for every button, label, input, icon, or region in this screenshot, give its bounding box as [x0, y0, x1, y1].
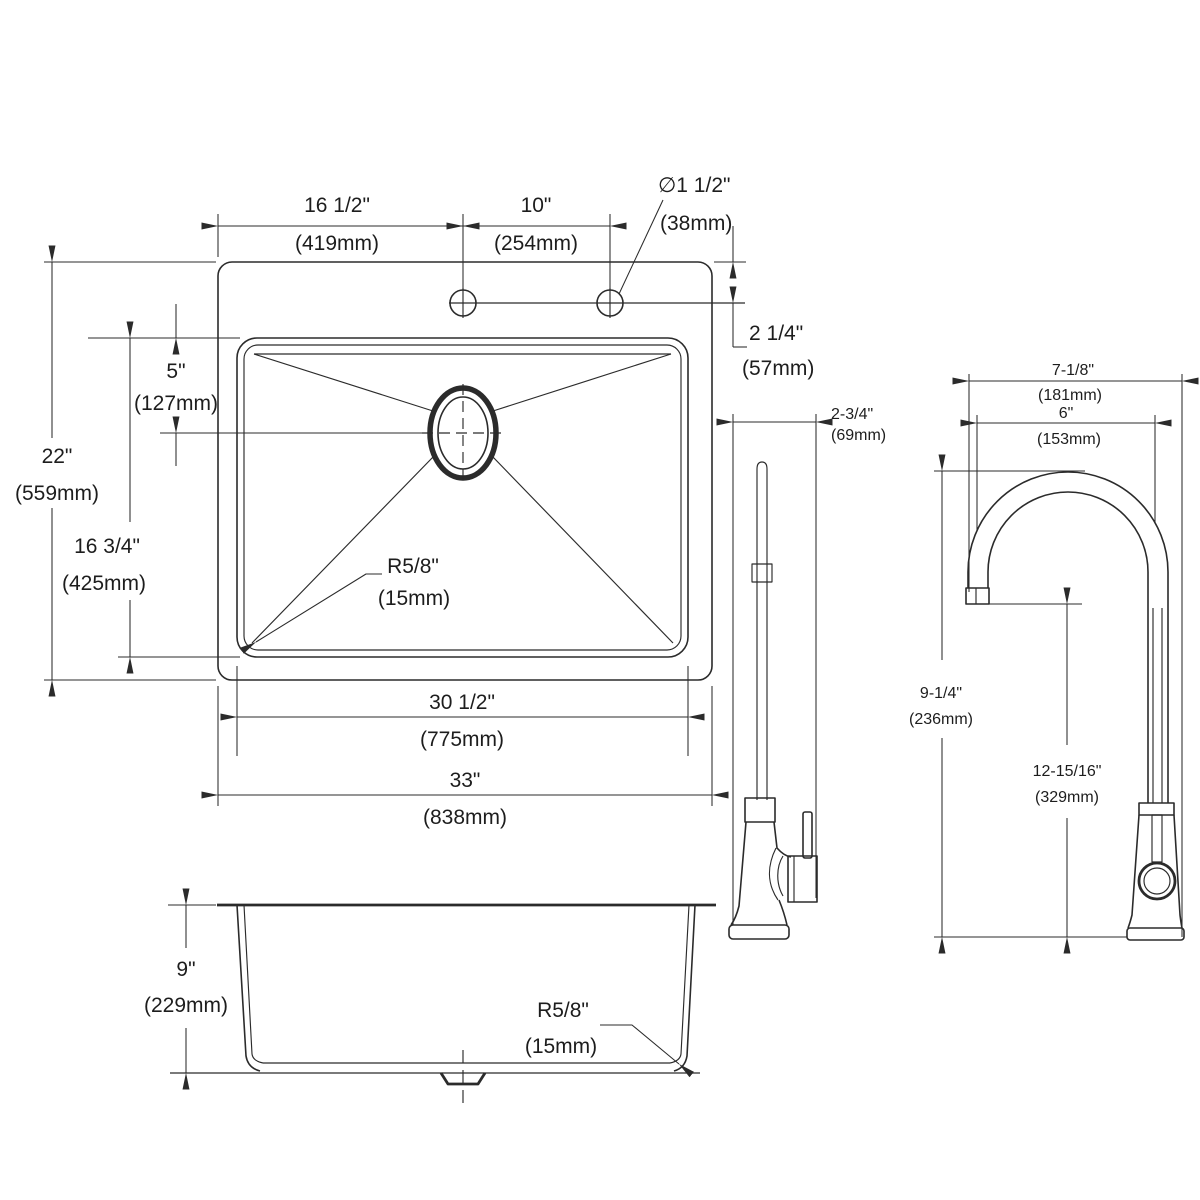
dim-bowl-width: 30 1/2" (775mm): [220, 666, 705, 756]
dim-text-mm: (153mm): [1037, 431, 1101, 448]
sink-plan-view: 16 1/2" (419mm) 10" (254mm) ∅1 1/2" (38m…: [15, 174, 814, 829]
dim-text-mm: (419mm): [295, 232, 379, 255]
dim-text-mm: (775mm): [420, 728, 504, 751]
bowl-inner-outline: [243, 344, 682, 651]
faucet-handle-lever: [802, 811, 813, 859]
dim-text-inch: 2-3/4": [831, 406, 873, 423]
bowl-slope-diagonal: [253, 353, 434, 412]
faucet-body-right: [773, 821, 792, 858]
handle-joint: [787, 855, 818, 903]
bowl-wall-left-outer: [236, 904, 261, 1072]
faucet-base-plate: [728, 924, 790, 940]
faucet-base-left: [1127, 814, 1140, 929]
dim-spout-height: 9-1/4" (236mm): [909, 454, 1085, 954]
dim-text-inch: 22": [42, 445, 73, 468]
dim-text-inch: ∅1 1/2": [658, 174, 730, 197]
sink-section-view: 9" (229mm) R5/8" (15mm): [144, 888, 716, 1106]
faucet-side-view: 2-3/4" (69mm): [716, 406, 886, 940]
bowl-wall-right-inner: [669, 904, 690, 1064]
dim-bowl-front-to-back: 16 3/4" (425mm): [62, 321, 240, 674]
dim-text-inch: 30 1/2": [429, 691, 495, 714]
dim-text-inch: 7-1/8": [1052, 362, 1094, 379]
dim-spout-reach: 6" (153mm): [960, 405, 1172, 530]
leader-line: [618, 199, 664, 295]
dim-hole-spacing: 10" (254mm): [446, 194, 627, 290]
faucet-base-right: [1173, 814, 1183, 929]
dim-text-mm: (15mm): [378, 587, 450, 610]
bowl-slope-diagonal: [251, 455, 435, 644]
spout-collar: [751, 563, 773, 583]
dim-text-inch: 9": [176, 958, 195, 981]
dim-text-mm: (15mm): [525, 1035, 597, 1058]
dim-text-inch: 6": [1059, 405, 1074, 422]
faucet-body-left: [730, 821, 747, 926]
neck-curve-outer: [768, 847, 779, 901]
faucet-front-view: 7-1/8" (181mm) 6" (153mm) 9-1: [909, 362, 1199, 954]
dim-text-mm: (57mm): [742, 357, 814, 380]
callout-hole-diameter: ∅1 1/2" (38mm): [618, 174, 732, 295]
dim-text-mm: (236mm): [909, 711, 973, 728]
dim-hole-setback: 2 1/4" (57mm): [714, 226, 814, 380]
spout-outlet-tip: [965, 587, 990, 605]
dim-overall-width: 33" (838mm): [201, 686, 729, 829]
faucet-base-plate: [1126, 927, 1185, 941]
bowl-wall-left-inner: [243, 904, 264, 1064]
dim-text-mm: (181mm): [1038, 387, 1102, 404]
dim-text-inch: R5/8": [387, 555, 439, 578]
dim-drain-offset: 5" (127mm): [134, 304, 428, 466]
dim-text-mm: (254mm): [494, 232, 578, 255]
sink-deck-outline: [217, 261, 713, 681]
dim-faucet-overall-width: 7-1/8" (181mm): [952, 362, 1199, 937]
faucet-upper-housing: [744, 797, 776, 823]
callout-bottom-corner-radius: R5/8" (15mm): [525, 999, 695, 1078]
bowl-slope-diagonal: [491, 455, 674, 644]
bowl-slope-diagonal: [492, 353, 672, 412]
dim-text-mm: (229mm): [144, 994, 228, 1017]
spout-arch-outer: [967, 471, 1169, 803]
dim-text-mm: (838mm): [423, 806, 507, 829]
leader-line: [240, 573, 382, 654]
handle-knob-inner: [1143, 867, 1171, 895]
dim-hole-left-offset: 16 1/2" (419mm): [201, 194, 480, 290]
dim-overall-depth: 22" (559mm): [15, 245, 216, 697]
dim-text-inch: 12-15/16": [1033, 763, 1102, 780]
dim-text-mm: (38mm): [660, 212, 732, 235]
bowl-outer-outline: [236, 337, 689, 658]
dim-text-mm: (425mm): [62, 572, 146, 595]
dim-text-mm: (559mm): [15, 482, 99, 505]
dim-text-inch: 9-1/4": [920, 685, 962, 702]
dim-faucet-overall-height: 12-15/16" (329mm): [989, 587, 1102, 954]
callout-bowl-corner-radius: R5/8" (15mm): [240, 555, 450, 654]
dim-text-inch: R5/8": [537, 999, 589, 1022]
leader-line: [600, 1024, 695, 1078]
handle-knob-outer: [1137, 861, 1177, 901]
drain-fitting: [439, 1072, 487, 1086]
dim-text-mm: (69mm): [831, 427, 886, 444]
faucet-spout-profile: [756, 461, 768, 800]
dim-bowl-depth: 9" (229mm): [144, 888, 228, 1090]
dim-text-inch: 10": [521, 194, 552, 217]
neck-curve-inner: [777, 855, 784, 897]
base-slot: [1151, 814, 1163, 863]
dim-text-inch: 2 1/4": [749, 322, 803, 345]
dim-text-inch: 16 1/2": [304, 194, 370, 217]
dim-text-mm: (127mm): [134, 392, 218, 415]
dim-text-inch: 16 3/4": [74, 535, 140, 558]
spout-arch-inner: [987, 491, 1149, 803]
dim-text-inch: 33": [450, 769, 481, 792]
faucet-base-collar: [1138, 802, 1175, 816]
dim-text-mm: (329mm): [1035, 789, 1099, 806]
dim-text-inch: 5": [166, 360, 185, 383]
faucet-body-right-lower: [778, 899, 788, 926]
